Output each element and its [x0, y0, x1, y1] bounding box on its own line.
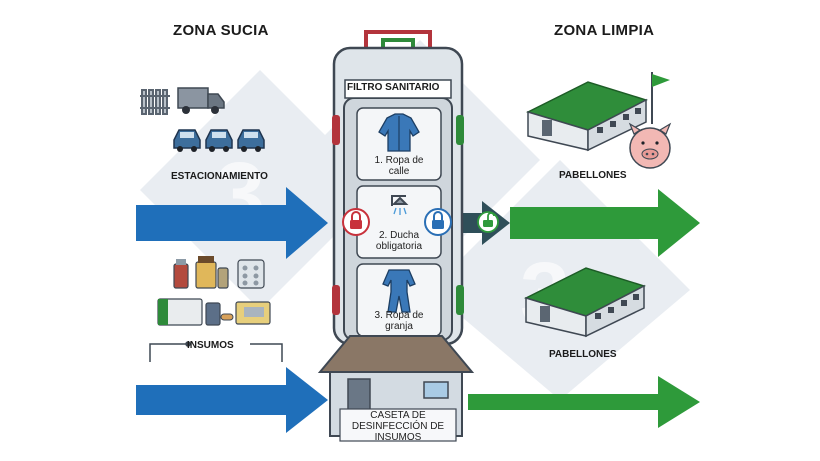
car-icon	[205, 129, 233, 152]
barn-icon	[525, 81, 648, 152]
barns-bottom-label: PABELLONES	[549, 349, 617, 360]
house-icon	[317, 335, 475, 442]
barn-icon	[523, 267, 646, 338]
pig-icon	[628, 122, 672, 169]
disinfection-hut-label: CASETA DE DESINFECCIÓN DE INSUMOS	[351, 410, 445, 443]
padlock-locked-icon	[342, 208, 370, 236]
filter-title: FILTRO SANITARIO	[347, 82, 440, 93]
barns-top-label: PABELLONES	[559, 170, 627, 181]
car-icon	[173, 129, 201, 152]
shower-icon	[391, 195, 409, 215]
supplies-bracket	[149, 341, 283, 362]
supplies-label: INSUMOS	[187, 340, 234, 351]
padlock-locked-icon	[424, 208, 452, 236]
dirty-zone-title: ZONA SUCIA	[173, 22, 269, 39]
fence-icon	[140, 89, 170, 115]
padlock-open-icon	[477, 211, 499, 233]
truck-icon	[177, 87, 225, 114]
dirty-arrow-top	[136, 187, 328, 259]
clean-zone-title: ZONA LIMPIA	[554, 22, 655, 39]
clean-arrow-top	[510, 189, 700, 257]
medicine-icon	[157, 256, 271, 326]
car-icon	[237, 129, 265, 152]
parking-label: ESTACIONAMIENTO	[171, 171, 268, 182]
coverall-icon	[382, 269, 416, 313]
jacket-icon	[378, 113, 420, 152]
flag-icon	[651, 72, 670, 124]
dirty-arrow-bottom	[136, 367, 328, 433]
clean-arrow-bottom	[468, 376, 700, 428]
